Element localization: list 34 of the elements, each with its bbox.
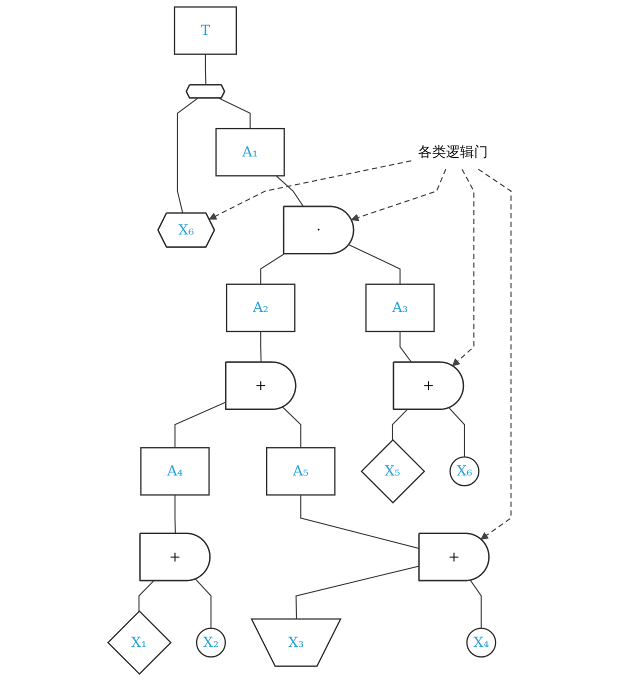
connector <box>276 175 304 208</box>
node-box: A₃ <box>365 284 435 332</box>
node-circle: X₆ <box>449 456 480 486</box>
connector <box>282 406 302 448</box>
node-circle: X₄ <box>466 628 496 658</box>
connector <box>195 578 212 628</box>
node-box: T <box>174 6 237 55</box>
arrow <box>478 168 512 540</box>
arrow <box>208 160 412 220</box>
node-box: A₁ <box>215 128 285 176</box>
arrow <box>351 169 446 222</box>
connector <box>348 244 401 284</box>
node-box: A₅ <box>266 447 336 496</box>
connector <box>260 254 284 284</box>
connector <box>300 494 420 550</box>
connector <box>392 409 408 440</box>
connector <box>204 54 206 86</box>
connector <box>176 98 198 214</box>
connector <box>260 331 262 363</box>
node-diamond: X₅ <box>360 439 426 504</box>
arrow <box>452 168 474 366</box>
node-text: 各类逻辑门 <box>418 143 488 160</box>
connector <box>448 408 466 457</box>
node-diamond: X₁ <box>107 610 172 675</box>
connector <box>138 580 154 612</box>
node-box: A₄ <box>140 447 210 496</box>
node-circle: X₂ <box>196 628 226 658</box>
connector <box>219 98 251 129</box>
connector <box>174 494 176 534</box>
connector <box>174 402 226 448</box>
connector <box>470 580 482 628</box>
connector <box>296 565 420 620</box>
connector <box>399 331 412 363</box>
node-box: A₂ <box>226 284 296 332</box>
